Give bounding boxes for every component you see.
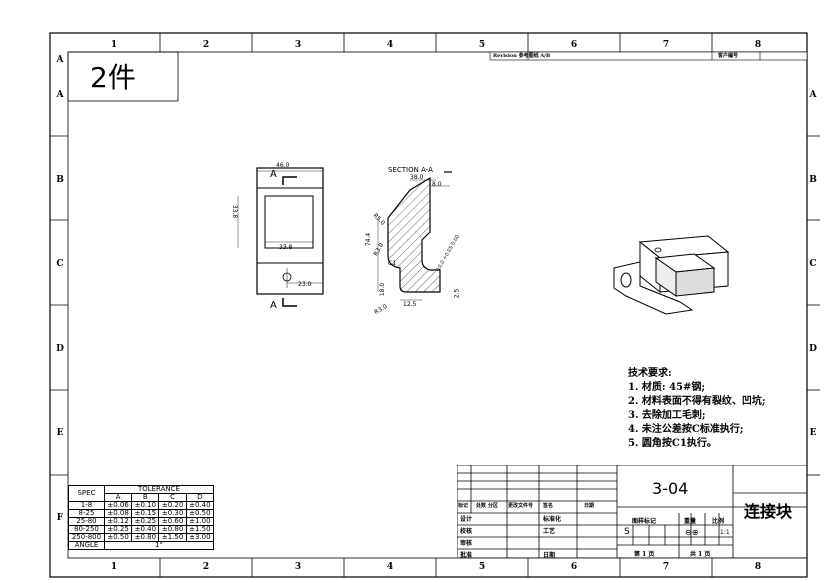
col-number: 4 (386, 40, 394, 50)
scale-label: 比例 (712, 518, 725, 525)
tb-header-zone: 分区 (488, 503, 499, 509)
section-marker-bottom: A (270, 300, 277, 311)
row-letter: D (56, 344, 64, 354)
row-letter: A (56, 55, 64, 65)
dim-height: 33.8 (231, 204, 239, 219)
col-number: 6 (570, 40, 578, 50)
col-number: 1 (110, 562, 118, 572)
row-letter: E (56, 428, 64, 438)
row-letter: D (809, 344, 817, 354)
row-letter: A (56, 90, 64, 100)
angle-label: ANGLE (68, 541, 105, 550)
front-view (237, 167, 324, 307)
dim-side: 18.0 (379, 282, 387, 297)
col-number: 3 (294, 562, 302, 572)
note-item: 2. 材料表面不得有裂纹、凹坑; (628, 396, 766, 407)
tb-header-sign: 签名 (543, 503, 554, 509)
col-number: 7 (662, 562, 670, 572)
row-letter: C (809, 259, 817, 269)
quantity-label: 2件 (90, 61, 136, 94)
stage-label: 图样标记 (632, 518, 657, 525)
dim-chamfer: C1 (388, 260, 397, 267)
row-letter: B (56, 175, 64, 185)
scale-value: 1:1 (720, 529, 730, 536)
tb-header-date: 日期 (584, 503, 595, 509)
notes-title: 技术要求: (628, 368, 672, 379)
sheet-label: 第 1 页 (634, 551, 655, 558)
dim-bottom: 12.5 (403, 301, 417, 308)
dim-hole: 23.0 (298, 281, 312, 288)
tb-header-mark: 标记 (458, 503, 469, 509)
row-letter: A (809, 90, 817, 100)
revision-label: Revision 参考图纸 A/B (493, 53, 551, 59)
spec-label: SPEC (68, 485, 105, 502)
part-name: 连接块 (744, 502, 793, 521)
row-letter: C (56, 259, 64, 269)
projection-icon: ⊖⊕ (685, 528, 699, 537)
col-number: 3 (294, 40, 302, 50)
role-design: 设计 (460, 516, 473, 523)
col-number: 6 (570, 562, 578, 572)
technical-notes: 技术要求: 1. 材质: 45#钢; 2. 材料表面不得有裂纹、凹坑; 3. 去… (628, 367, 766, 451)
col-number: 2 (202, 562, 210, 572)
col-number: 8 (754, 562, 762, 572)
col-number: 8 (754, 40, 762, 50)
date-label: 日期 (543, 552, 556, 559)
drawing-number: 3-04 (652, 479, 689, 498)
tol-cell: ±1.50 (158, 533, 187, 542)
craft-label: 工艺 (543, 528, 556, 535)
dim-inner: 33.8 (279, 244, 293, 251)
section-marker-top: A (270, 169, 277, 180)
tol-cell: ±0.50 (103, 533, 133, 542)
note-item: 3. 去除加工毛刺; (628, 410, 706, 421)
role-review: 审核 (460, 540, 473, 547)
note-item: 1. 材质: 45#钢; (628, 382, 706, 393)
title-block (457, 465, 807, 558)
table-row: 25-80±0.12±0.25±0.60±1.00 (68, 517, 215, 526)
dim-top2: 8.0 (432, 181, 442, 188)
col-number: 4 (386, 562, 394, 572)
isometric-view (613, 235, 730, 315)
tb-header-count: 处数 (476, 503, 487, 509)
std-label: 标准化 (543, 516, 562, 523)
stage-value: S (624, 527, 630, 537)
angle-value: 1° (103, 541, 215, 550)
dim-width: 46.0 (276, 162, 290, 169)
dim-top1: 38.0 (410, 174, 424, 181)
tol-cell: ±3.00 (185, 533, 215, 542)
tb-header-file: 更改文件号 (508, 503, 534, 509)
col-number: 1 (110, 40, 118, 50)
row-letter: B (809, 175, 817, 185)
tolerance-table: SPEC TOLERANCE A B C D 1-8±0.06±0.10±0.2… (68, 485, 215, 550)
role-check: 校核 (460, 528, 473, 535)
note-item: 4. 未注公差按C标准执行; (628, 424, 744, 435)
section-title: SECTION A-A (388, 166, 433, 174)
total-sheets-label: 共 1 页 (690, 551, 711, 558)
col-number: 7 (662, 40, 670, 50)
weight-label: 重量 (684, 518, 697, 525)
note-item: 5. 圆角按C1执行。 (628, 438, 717, 449)
row-letter: F (56, 513, 64, 523)
col-number: 5 (478, 562, 486, 572)
dim-small: 2.5 (453, 288, 461, 299)
row-letter: E (809, 428, 817, 438)
role-approve: 批准 (460, 552, 473, 559)
customer-no-label: 客户编号 (718, 53, 739, 59)
col-number: 2 (202, 40, 210, 50)
section-view (377, 171, 452, 301)
dim-section-height: 74.4 (365, 232, 373, 247)
col-number: 5 (478, 40, 486, 50)
